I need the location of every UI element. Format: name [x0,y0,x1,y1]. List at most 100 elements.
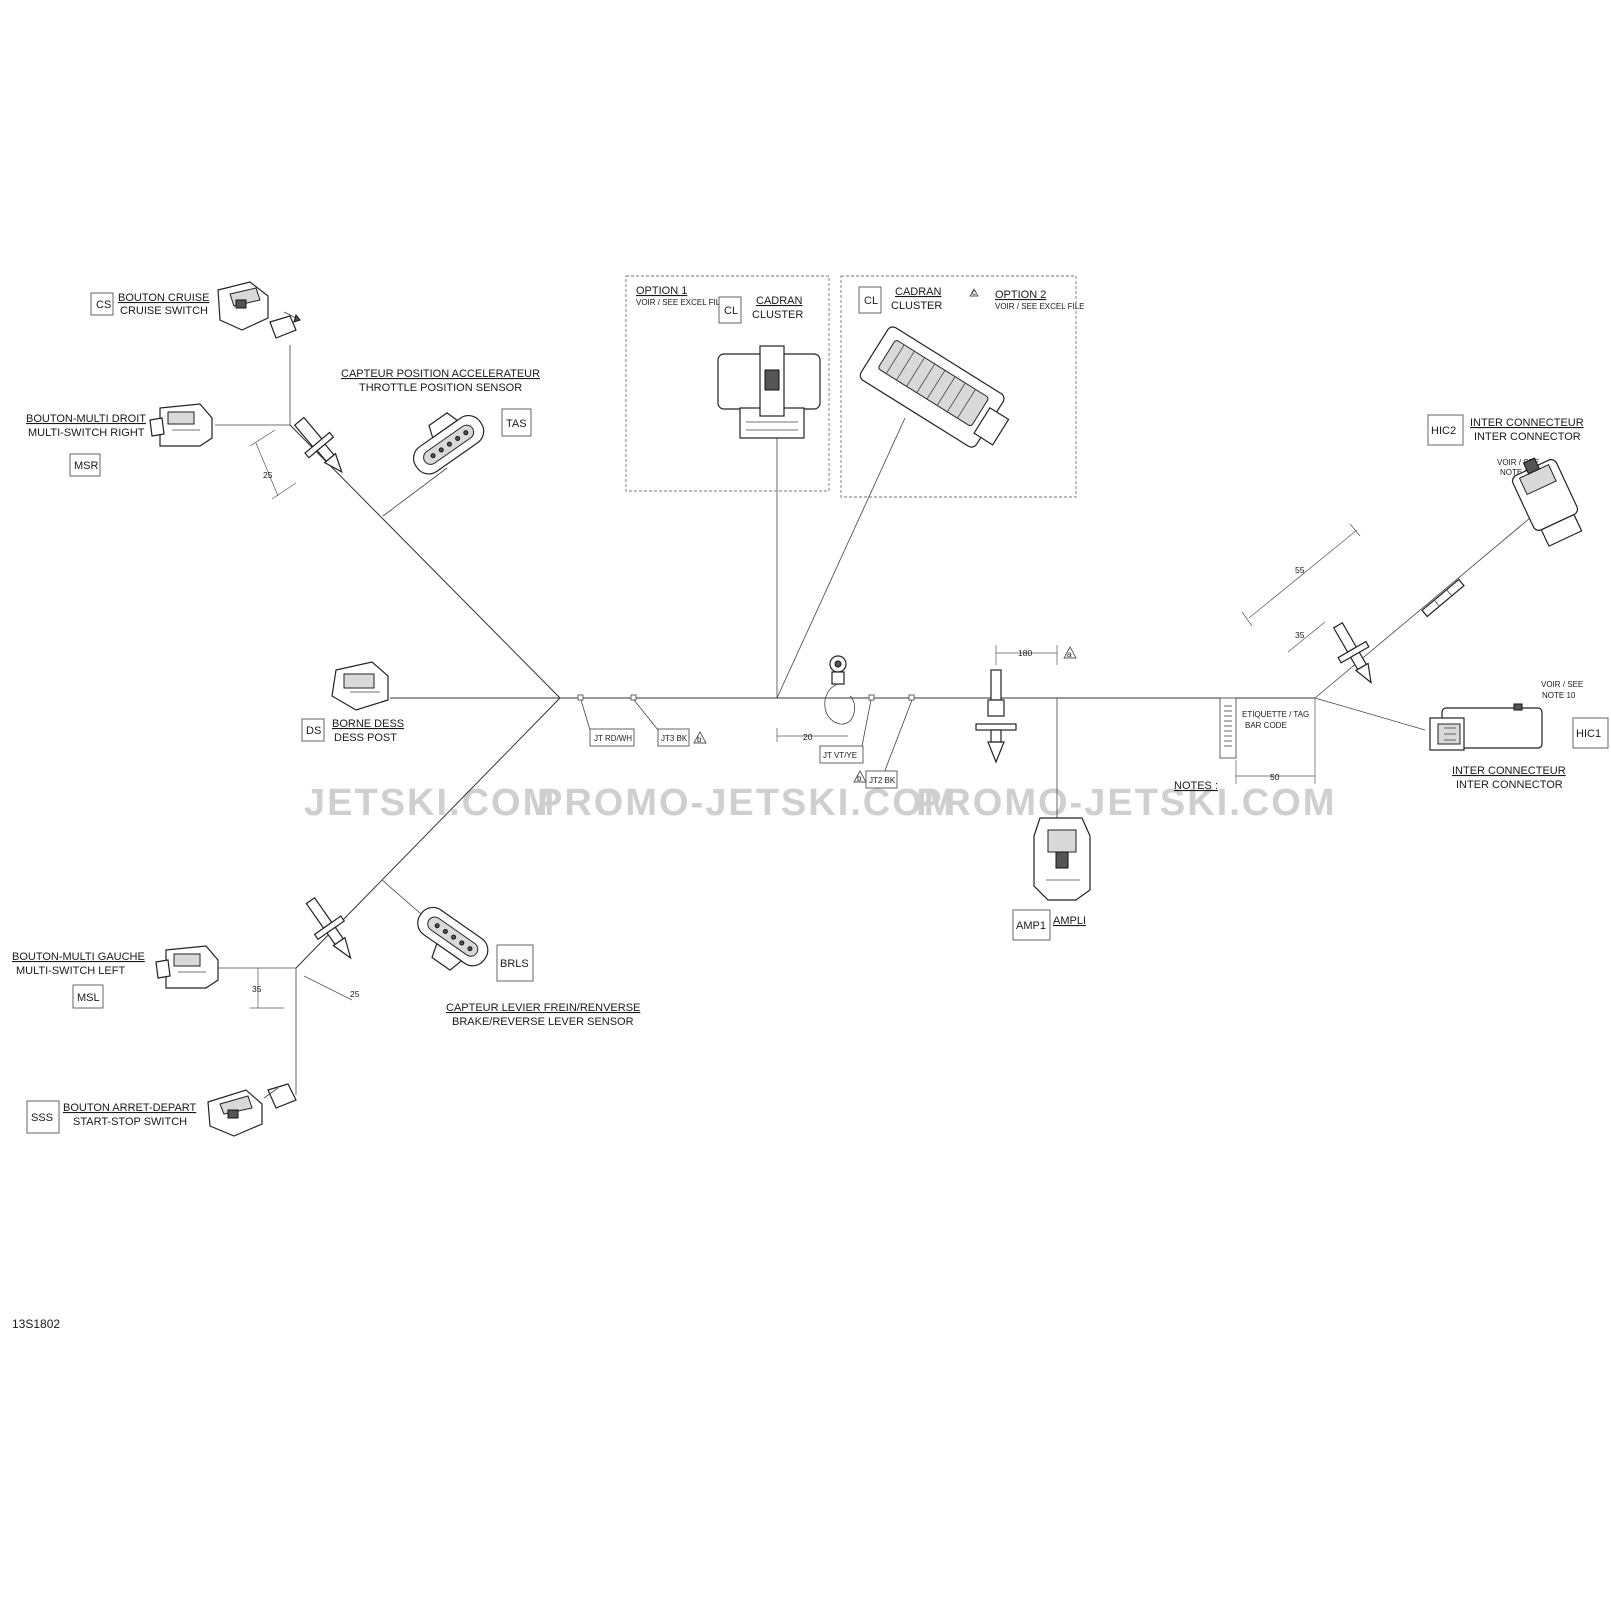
amplifier-connector-icon [1033,817,1091,901]
msr-label-fr: BOUTON-MULTI DROIT [26,413,146,425]
option2-frame [840,275,1077,498]
ds-code-box [301,718,325,742]
jt3-label: JT3 BK [661,734,688,743]
ds-label-en: DESS POST [334,732,397,744]
ring-terminal-tie: 20 [776,655,855,742]
notes-label: NOTES : [1174,780,1218,792]
upper-left-branch-wire [289,424,561,699]
sss-component: SSS BOUTON ARRET-DEPART START-STOP SWITC… [26,1083,297,1137]
cl1-code: CL [724,305,738,317]
msr-code: MSR [74,460,99,472]
junction-node [577,694,584,701]
sss-code-box [26,1100,60,1134]
msl-dim35-text: 35 [252,984,262,994]
junction-node [868,694,875,701]
msl-dim25-line [303,975,353,1001]
brls-label-fr: CAPTEUR LEVIER FREIN/RENVERSE [446,1002,640,1014]
hic2-code-box [1427,414,1464,446]
sss-label-fr: BOUTON ARRET-DEPART [63,1102,197,1114]
jt2-mark: b [857,774,862,783]
msr-component: BOUTON-MULTI DROIT MULTI-SWITCH RIGHT MS… [26,403,213,477]
hic2-label-en: INTER CONNECTOR [1474,431,1581,443]
junction-node [630,694,637,701]
barcode-tag: ETIQUETTE / TAG BAR CODE 50 NOTES : [1174,697,1316,792]
amp1-component: AMP1 AMPLI [1012,817,1091,941]
figure-id: 13S1802 [12,1317,60,1331]
push-clip-icon [975,669,1017,764]
cluster-connector-option2-icon [859,326,1010,448]
sss-code: SSS [31,1112,53,1124]
barcode-icon [1219,697,1237,759]
ds-code: DS [306,725,321,737]
splice-sleeve-icon [1421,578,1465,618]
cl2-label-en: CLUSTER [891,300,942,312]
msr-dim-text: 25 [263,470,273,480]
hic2-dim35-line [1287,621,1326,653]
junctions: JT RD/WH JT3 BK b JT VT/YE b JT2 BK [577,694,915,789]
cl-option1-component: OPTION 1 VOIR / SEE EXCEL FILE CL CADRAN… [625,275,830,492]
cs-code-box [90,292,114,316]
cl1-label-en: CLUSTER [752,309,803,321]
jt3-box [657,728,690,747]
option2-title: OPTION 2 [995,289,1046,301]
hic2-dim55-ext2 [1349,523,1361,537]
cs-label-fr: BOUTON CRUISE [118,292,209,304]
amp1-code-box [1012,909,1051,941]
push-clip-icon [305,896,352,960]
multi-switch-right-connector-icon [149,403,213,447]
cl2-note-mark: c [972,288,976,297]
dess-post-connector-icon [331,661,389,711]
watermark-1: JETSKI.COM [304,782,556,824]
hic2-dim55-ext1 [1241,611,1253,627]
note-a-triangle-icon [1063,646,1077,659]
msr-dim-ext1 [249,429,276,447]
jt2-label: JT2 BK [869,776,896,785]
brls-wire [381,879,429,921]
dim180-mark: a [1067,650,1072,659]
hic2-note-line2: NOTE 11 [1500,468,1533,477]
msr-label-en: MULTI-SWITCH RIGHT [28,427,145,439]
cl2-label-fr: CADRAN [895,286,942,298]
hic2-note-line1: VOIR / SEE [1497,458,1539,467]
option1-frame [625,275,830,492]
push-clip-icon [1332,622,1372,684]
tag-label-fr: ETIQUETTE / TAG [1242,710,1309,719]
msl-code: MSL [77,992,100,1004]
cl-option2-component: CL CADRAN CLUSTER c OPTION 2 VOIR / SEE … [840,275,1085,498]
note-b-triangle-icon [853,770,867,783]
hic1-note-line2: NOTE 10 [1542,691,1576,700]
msr-dim-line [255,442,279,497]
sss-label-en: START-STOP SWITCH [73,1116,187,1128]
junction-leader [883,699,913,774]
start-stop-switch-connector-icon [207,1083,297,1137]
tas-label-en: THROTTLE POSITION SENSOR [359,382,522,394]
junction-leader [861,699,872,747]
note-b-triangle-icon [693,731,707,744]
cl2-code-box [858,286,882,314]
tag-label-en: BAR CODE [1245,721,1287,730]
jt-vtye-box [819,745,864,764]
hic1-component: VOIR / SEE NOTE 10 HIC1 INTER CONNECTEUR… [1429,680,1609,791]
cl2-code: CL [864,295,878,307]
option2-see: VOIR / SEE EXCEL FILE [995,302,1085,311]
throttle-sensor-connector-icon [412,412,485,475]
brls-component: BRLS CAPTEUR LEVIER FREIN/RENVERSE BRAKE… [417,906,640,1028]
msl-label-fr: BOUTON-MULTI GAUCHE [12,951,145,963]
tas-wire [382,467,448,517]
dim50-text: 50 [1270,772,1280,782]
jt-rdwh-label: JT RD/WH [594,734,632,743]
hic1-wire [1314,697,1426,731]
junction-leader [580,699,591,731]
msl-label-en: MULTI-SWITCH LEFT [16,965,125,977]
watermark-group: JETSKI.COM PROMO-JETSKI.COM PROMO-JETSKI… [304,782,1334,824]
cl1-code-box [718,296,742,324]
push-clip-icon [293,416,343,474]
hic2-component: HIC2 INTER CONNECTEUR INTER CONNECTOR VO… [1421,414,1584,618]
jt2-box [865,770,898,789]
amp1-code: AMP1 [1016,920,1046,932]
hic2-label-fr: INTER CONNECTEUR [1470,417,1584,429]
hic2-wire [1314,517,1531,699]
tas-code-box [501,408,532,437]
hic1-label-fr: INTER CONNECTEUR [1452,765,1566,777]
